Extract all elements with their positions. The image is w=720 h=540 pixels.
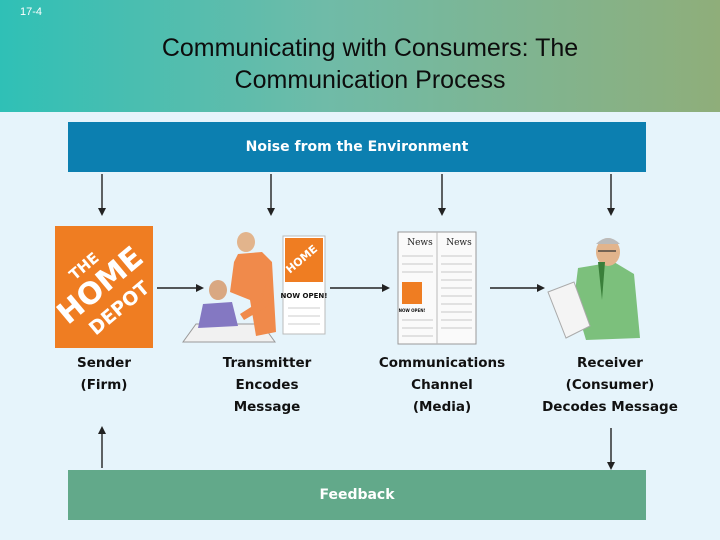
receiver-line-1: Receiver [577, 355, 643, 371]
node-sender: Sender (Firm) [60, 352, 148, 396]
receiver-line-3: Decodes Message [542, 399, 678, 415]
receiver-illustration [547, 238, 640, 340]
transmitter-line-3: Message [233, 399, 301, 415]
sender-line-1: Sender [77, 355, 131, 371]
flyer-text: NOW OPEN! [281, 292, 328, 300]
newspaper-ad-text: NOW OPEN! [399, 308, 426, 313]
title-line-1: Communicating with Consumers: The [161, 34, 579, 62]
channel-line-1: Communications [378, 355, 506, 371]
newspaper: News News NOW OPEN! [397, 231, 477, 345]
title-line-2: Communication Process [234, 66, 506, 94]
feedback-band: Feedback [68, 470, 646, 520]
transmitter-illustration: HOME NOW OPEN! [182, 232, 328, 343]
transmitter-line-2: Encodes [235, 377, 299, 393]
home-depot-logo: THE HOME DEPOT [51, 226, 154, 348]
node-receiver: Receiver (Consumer) Decodes Message [542, 352, 678, 418]
newspaper-header-right: News [446, 238, 472, 248]
flyer: HOME NOW OPEN! [281, 235, 328, 335]
receiver-line-2: (Consumer) [565, 377, 655, 393]
sender-line-2: (Firm) [80, 377, 128, 393]
noise-arrows [98, 174, 615, 216]
node-channel: Communications Channel (Media) [376, 352, 508, 418]
transmitter-line-1: Transmitter [222, 355, 312, 371]
node-transmitter: Transmitter Encodes Message [212, 352, 322, 418]
header-banner: 17-4 Communicating with Consumers: The C… [0, 0, 720, 112]
noise-band: Noise from the Environment [68, 122, 646, 172]
channel-line-3: (Media) [412, 399, 472, 415]
feedback-arrows [98, 426, 615, 470]
channel-line-2: Channel [411, 377, 473, 393]
newspaper-header-left: News [407, 238, 433, 248]
slide-number: 17-4 [20, 6, 43, 18]
slide-title: Communicating with Consumers: The Commun… [60, 32, 680, 96]
